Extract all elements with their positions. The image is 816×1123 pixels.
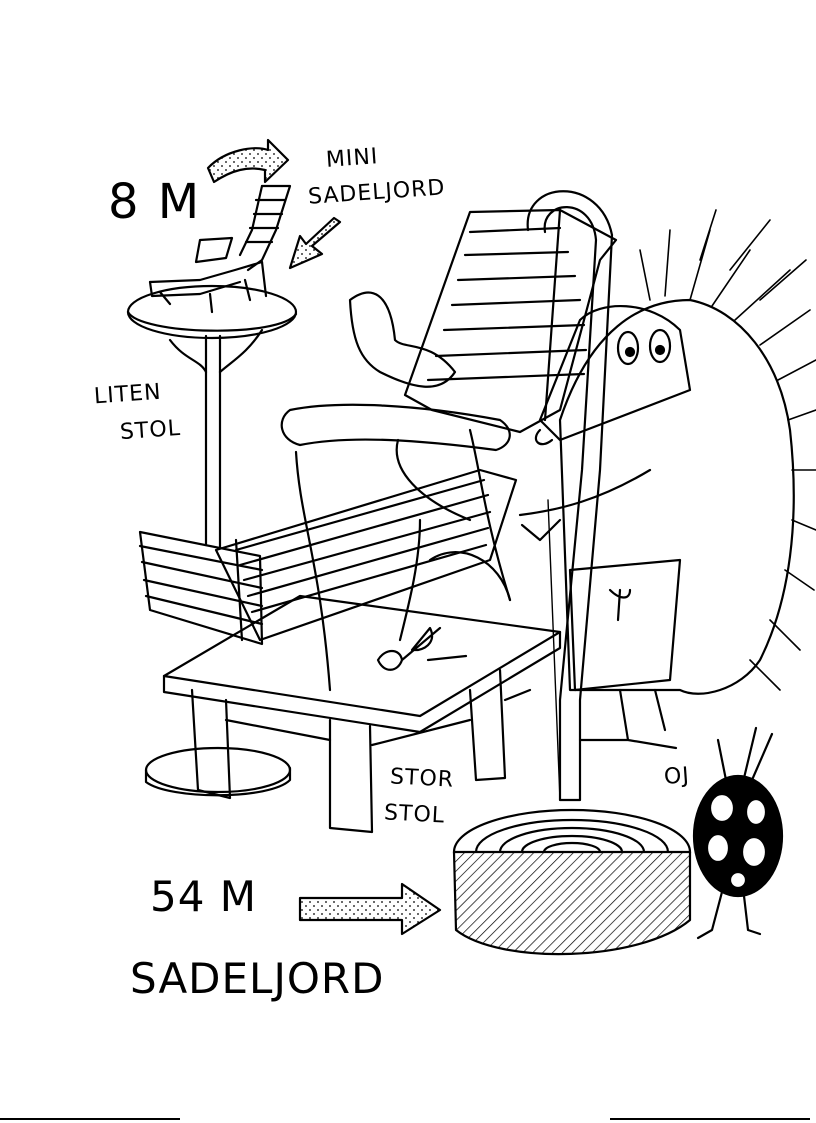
label-bottom-distance: 54 M (150, 872, 258, 921)
footer-line-left (0, 1118, 180, 1120)
label-bottom-name: SADELJORD (130, 954, 385, 1003)
footer-line-right (610, 1118, 810, 1120)
label-top-distance: 8 M (108, 174, 202, 230)
arrow-right-long-icon (298, 882, 442, 936)
big-chair (138, 208, 618, 834)
creature (518, 209, 816, 750)
arrow-right-icon (206, 138, 290, 184)
label-liten-line2: STOL (119, 415, 182, 446)
scissors-icon (376, 626, 468, 671)
label-liten-line1: LITEN (93, 379, 163, 410)
label-stor-line2: STOL (383, 800, 446, 829)
tree-stump (452, 808, 692, 956)
label-exclaim: OJ (663, 763, 691, 790)
mini-chair (148, 184, 292, 314)
small-table-leg (204, 334, 222, 550)
hook-pole (526, 190, 614, 802)
arrow-down-left-icon (288, 216, 342, 270)
label-stor-line1: STOR (389, 764, 455, 793)
label-mini-line1: MINI (325, 144, 380, 173)
beetle (692, 726, 784, 940)
